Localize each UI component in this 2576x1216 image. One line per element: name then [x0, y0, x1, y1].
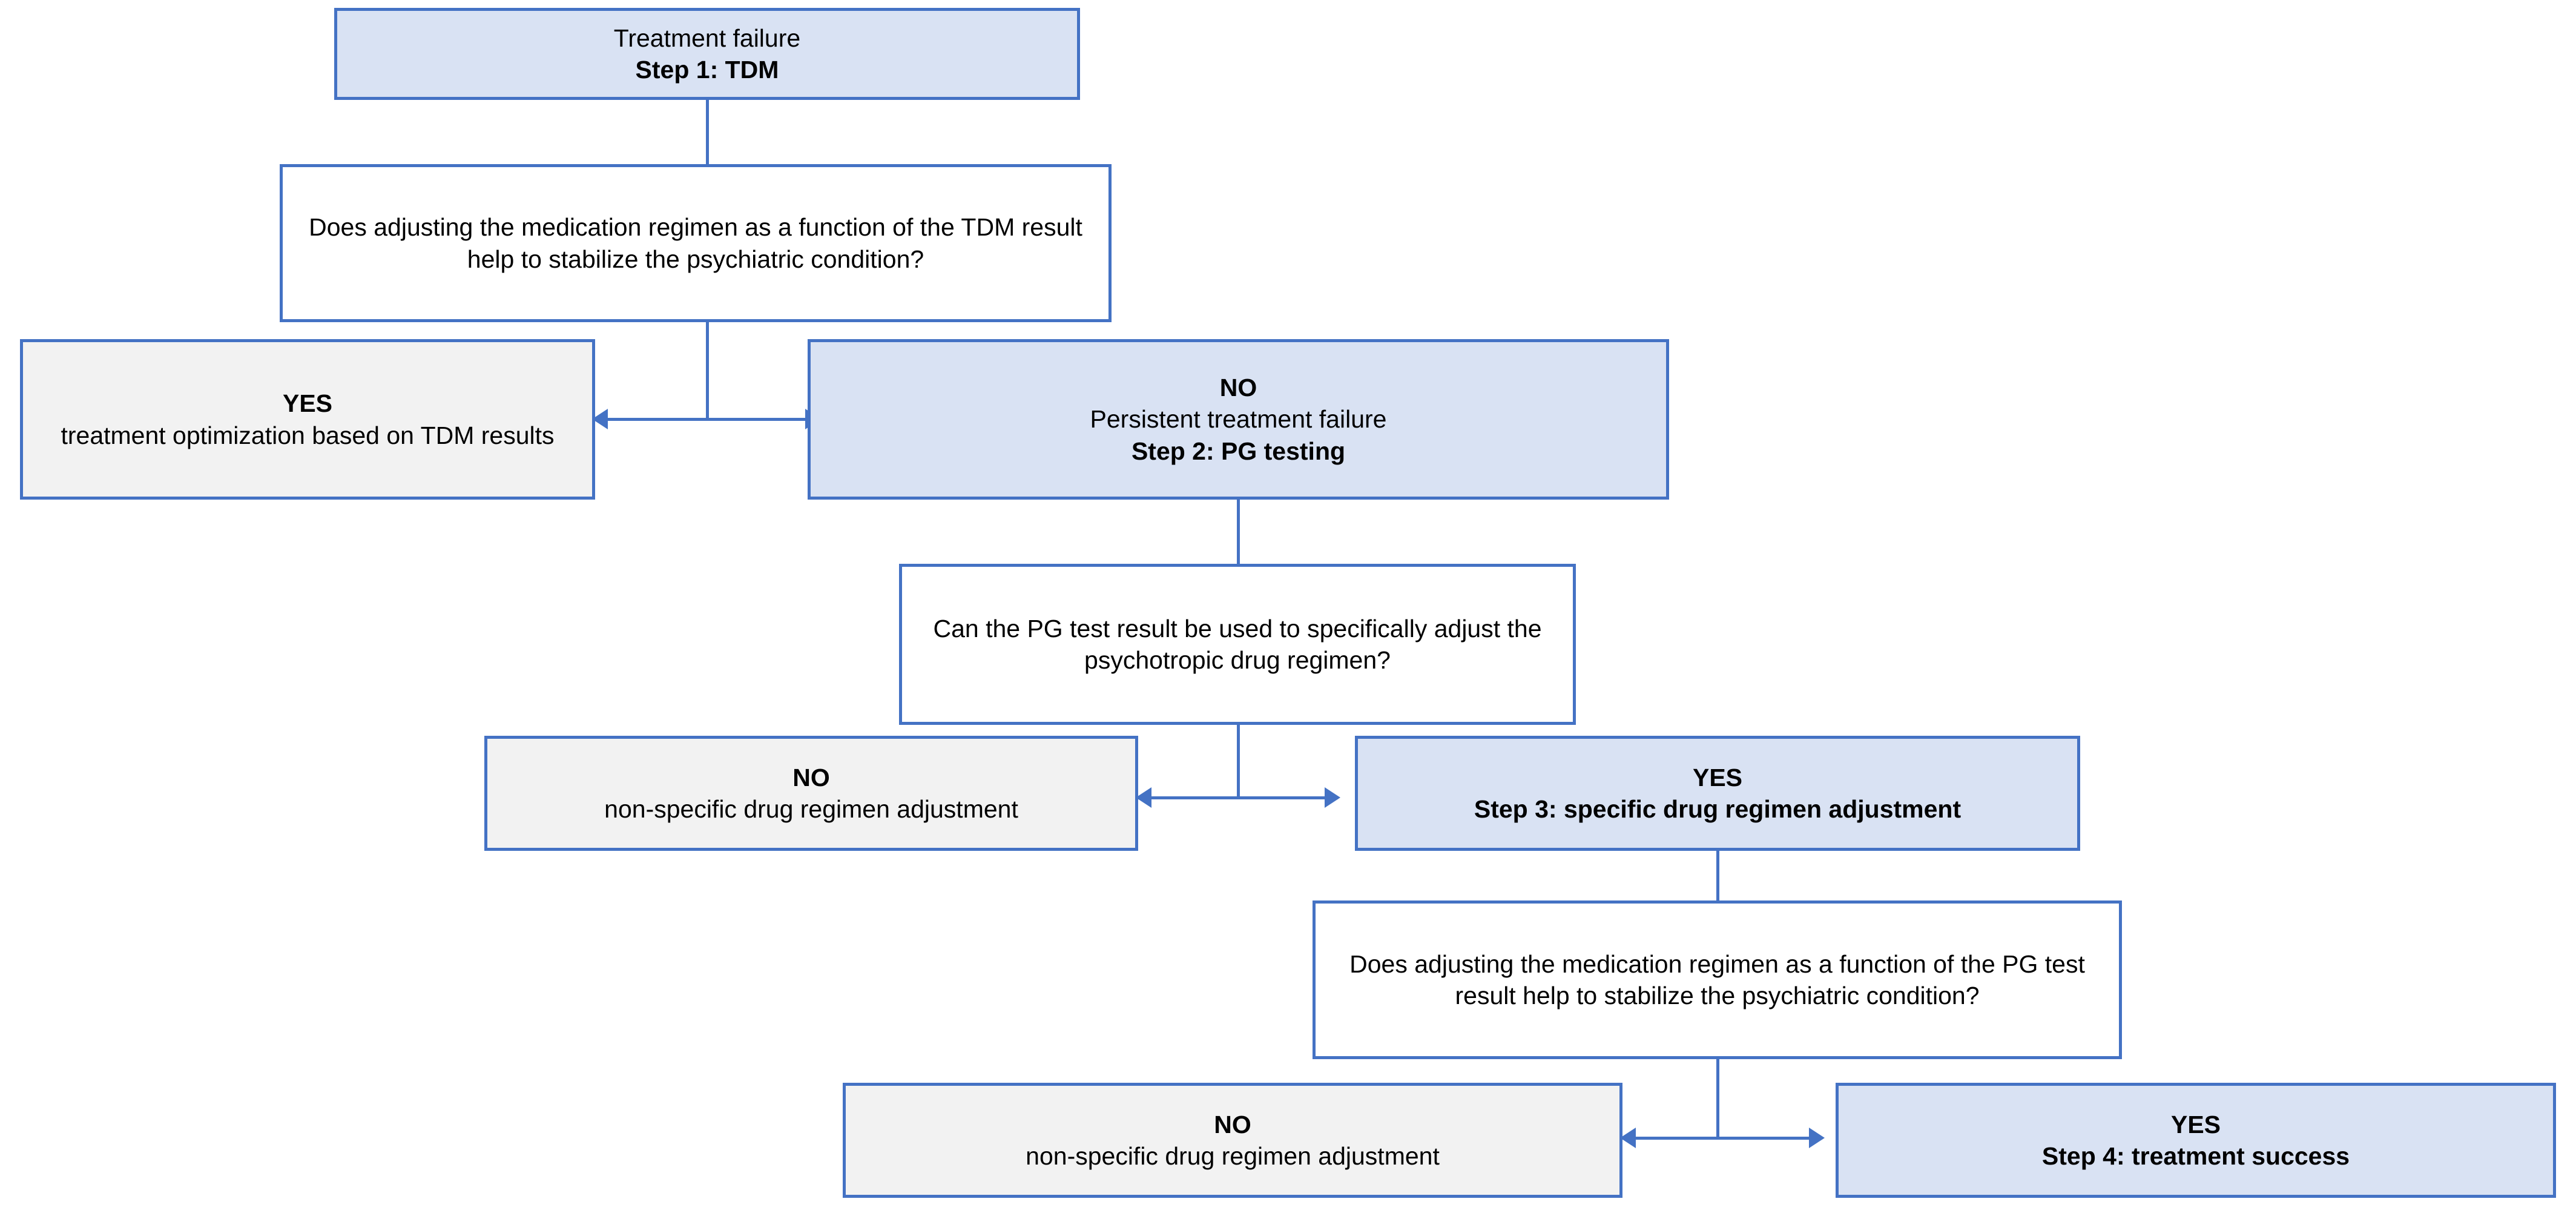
node-question-tdm-adjustment: Does adjusting the medication regimen as…	[280, 164, 1112, 322]
node-yes2-line2: Step 3: specific drug regimen adjustment	[1474, 795, 1962, 823]
arrowhead-decision2-left-icon	[1136, 787, 1151, 808]
arrowhead-decision2-right-icon	[1325, 787, 1340, 808]
node-question3-text: Does adjusting the medication regimen as…	[1349, 950, 2085, 1009]
connector-question3-stem	[1716, 1059, 1719, 1138]
connector-question1-stem	[706, 322, 709, 419]
node-no-nonspecific-adjustment-2: NO non-specific drug regimen adjustment	[843, 1083, 1622, 1198]
node-question-pg-test-usable: Can the PG test result be used to specif…	[899, 564, 1576, 725]
node-question-pg-adjustment: Does adjusting the medication regimen as…	[1313, 900, 2122, 1059]
node-start-line1: Treatment failure	[613, 24, 801, 52]
node-no1-line1: NO	[1219, 373, 1257, 401]
connector-no1-to-question2	[1237, 500, 1240, 566]
node-yes3-line2: Step 4: treatment success	[2041, 1142, 2350, 1170]
node-yes1-line2: treatment optimization based on TDM resu…	[61, 421, 555, 449]
node-yes-tdm-optimization: YES treatment optimization based on TDM …	[20, 339, 595, 500]
node-no1-line2: Persistent treatment failure	[1090, 405, 1387, 434]
arrowhead-decision3-left-icon	[1620, 1128, 1636, 1148]
node-yes1-line1: YES	[282, 389, 333, 418]
node-start-treatment-failure: Treatment failure Step 1: TDM	[334, 8, 1080, 100]
node-no3-line1: NO	[1214, 1110, 1251, 1138]
node-no-persistent-treatment-failure: NO Persistent treatment failure Step 2: …	[808, 339, 1669, 500]
connector-decision1-horizontal	[595, 418, 820, 421]
node-no1-line3: Step 2: PG testing	[1131, 437, 1346, 465]
node-yes3-line1: YES	[2170, 1110, 2221, 1138]
connector-decision3-horizontal	[1622, 1137, 1822, 1140]
node-no2-line2: non-specific drug regimen adjustment	[604, 795, 1018, 823]
node-no3-line2: non-specific drug regimen adjustment	[1026, 1142, 1440, 1170]
arrowhead-decision3-right-icon	[1809, 1128, 1825, 1148]
node-no-nonspecific-adjustment-1: NO non-specific drug regimen adjustment	[484, 736, 1138, 851]
node-yes-step3-specific-adjustment: YES Step 3: specific drug regimen adjust…	[1355, 736, 2080, 851]
connector-decision2-horizontal	[1138, 796, 1338, 799]
node-question1-text: Does adjusting the medication regimen as…	[309, 213, 1082, 273]
node-yes-step4-treatment-success: YES Step 4: treatment success	[1836, 1083, 2556, 1198]
node-question2-text: Can the PG test result be used to specif…	[933, 614, 1542, 674]
node-no2-line1: NO	[792, 763, 830, 791]
connector-yes2-to-question3	[1716, 851, 1719, 920]
node-yes2-line1: YES	[1692, 763, 1743, 791]
connector-start-to-question1	[706, 100, 709, 167]
connector-question2-stem	[1237, 725, 1240, 798]
node-start-line2: Step 1: TDM	[635, 56, 779, 84]
